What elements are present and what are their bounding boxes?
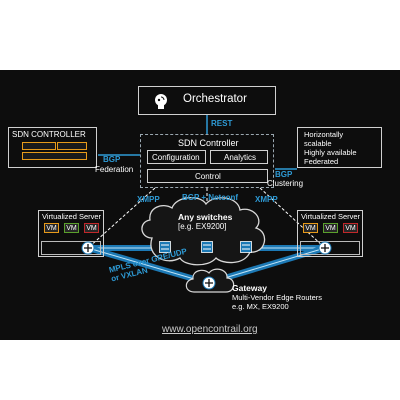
virtualized-server-right-host-bar (300, 241, 360, 255)
orchestrator-box: Orchestrator (138, 86, 276, 115)
orchestrator-label: Orchestrator (183, 93, 247, 105)
bgp-netconf-label: BGP + Netconf (182, 193, 239, 202)
virtualized-server-left-title: Virtualized Server (42, 212, 102, 221)
bgp-federation-text: Federation (95, 165, 134, 174)
federated-analytics-bar (57, 142, 87, 150)
sdn-controller-federated-title: SDN CONTROLLER (12, 130, 86, 139)
sdn-controller-title: SDN Controller (178, 138, 239, 148)
switches-example: [e.g. EX9200] (178, 222, 227, 231)
vm-box: VM (44, 223, 59, 233)
switches-cloud (141, 197, 266, 266)
gateway-line1: Multi-Vendor Edge Routers (232, 293, 323, 302)
vm-box: VM (64, 223, 79, 233)
feature-item: Highly available (304, 148, 357, 157)
tunnel-left-gateway-core (87, 247, 209, 284)
vm-box: VM (303, 223, 318, 233)
xmpp-right-label: XMPP (255, 195, 278, 204)
switch-icon (201, 241, 213, 253)
sdn-controller-federated-box: SDN CONTROLLER (8, 127, 97, 168)
virtualized-server-left: Virtualized Server VM VM VM (38, 210, 104, 257)
bgp-federation-protocol: BGP (103, 155, 121, 164)
feature-item: Federated (304, 157, 339, 166)
vm-box: VM (323, 223, 338, 233)
sdn-controller-box: SDN Controller Configuration Analytics C… (140, 134, 274, 188)
federated-control-bar (22, 152, 87, 160)
virtualized-server-left-host-bar (41, 241, 101, 255)
gateway-title: Gateway (232, 283, 267, 293)
virtualized-server-right: Virtualized Server VM VM VM (297, 210, 363, 257)
features-box: Horizontally scalable Highly available F… (297, 127, 382, 168)
feature-item: scalable (304, 139, 332, 148)
vrouter-left-icon (81, 241, 95, 255)
xmpp-left-label: XMPP (137, 195, 160, 204)
footer-link[interactable]: www.opencontrail.org (162, 324, 258, 335)
bgp-clustering-protocol: BGP (275, 170, 293, 179)
rest-label: REST (211, 119, 233, 128)
gateway-router-icon (202, 276, 216, 290)
control-box: Control (147, 169, 268, 183)
diagram-canvas: Orchestrator REST SDN CONTROLLER BGP Fed… (0, 70, 400, 340)
bgp-clustering-text: Clustering (267, 179, 304, 188)
connections-layer (87, 115, 326, 293)
gateway-line2: e.g. MX, EX9200 (232, 302, 289, 311)
configuration-box: Configuration (147, 150, 206, 164)
vm-box: VM (343, 223, 358, 233)
switch-icon (159, 241, 171, 253)
analytics-label: Analytics (224, 153, 257, 162)
switches-title: Any switches (178, 212, 233, 222)
control-label: Control (195, 172, 221, 181)
federated-config-bar (22, 142, 56, 150)
vm-box: VM (84, 223, 99, 233)
feature-item: Horizontally (304, 130, 344, 139)
configuration-label: Configuration (152, 153, 200, 162)
vrouter-right-icon (318, 241, 332, 255)
analytics-box: Analytics (210, 150, 268, 164)
orchestrator-icon (155, 94, 167, 109)
switch-icon (240, 241, 252, 253)
virtualized-server-right-title: Virtualized Server (301, 212, 361, 221)
